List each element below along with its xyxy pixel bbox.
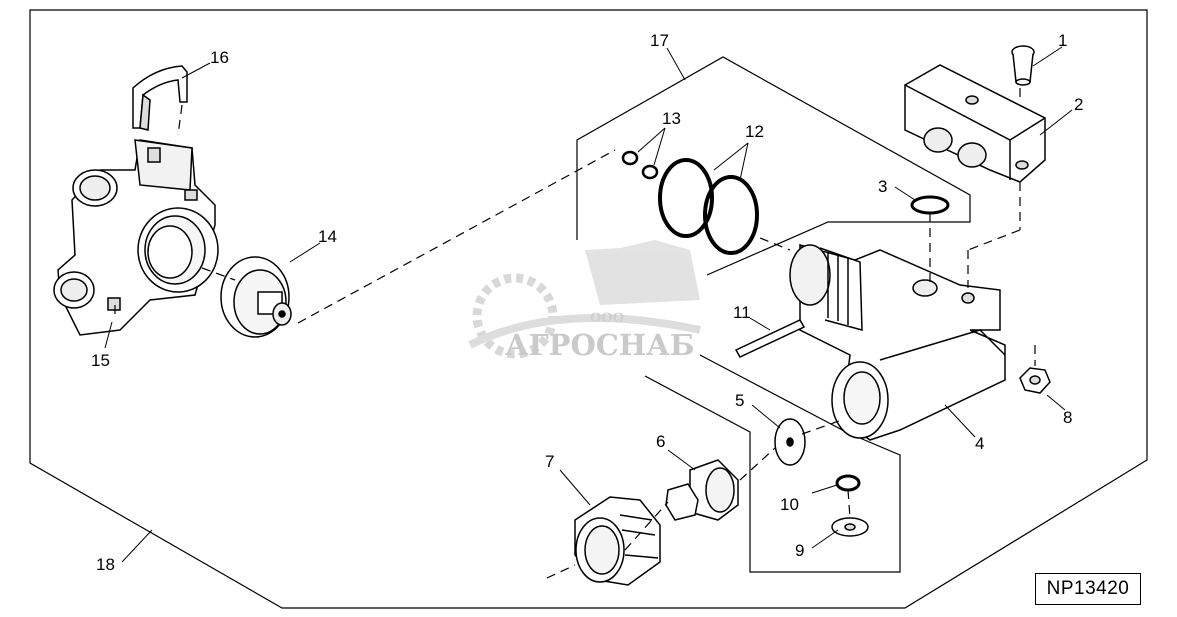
kit-boundary-link bbox=[699, 354, 849, 434]
callout-13: 13 bbox=[662, 109, 681, 128]
watermark-logo: ООО АГРОСНАБ bbox=[468, 240, 701, 362]
part-14-diaphragm-disc bbox=[220, 256, 292, 338]
callout-2: 2 bbox=[1074, 95, 1083, 114]
callout-16: 16 bbox=[210, 48, 229, 67]
part-15-valve-body bbox=[53, 139, 219, 336]
part-3-o-ring bbox=[910, 195, 950, 215]
callout-18: 18 bbox=[96, 555, 115, 574]
part-8-nut bbox=[1019, 367, 1051, 394]
part-13-small-o-rings bbox=[621, 150, 659, 180]
callout-15: 15 bbox=[91, 351, 110, 370]
part-16-retaining-clip bbox=[132, 65, 188, 131]
watermark-prefix: ООО bbox=[590, 311, 624, 326]
callout-10: 10 bbox=[780, 495, 799, 514]
callout-6: 6 bbox=[656, 432, 665, 451]
callout-7: 7 bbox=[545, 452, 554, 471]
part-12-snap-rings bbox=[658, 158, 759, 255]
callout-8: 8 bbox=[1063, 408, 1072, 427]
callout-9: 9 bbox=[795, 541, 804, 560]
part-6-valve-core bbox=[665, 459, 739, 521]
part-1-screw bbox=[1011, 45, 1035, 86]
callout-14: 14 bbox=[318, 227, 337, 246]
callout-3: 3 bbox=[878, 177, 887, 196]
callout-12: 12 bbox=[745, 122, 764, 141]
callout-leaders bbox=[104, 46, 1073, 563]
watermark-brand: АГРОСНАБ bbox=[505, 328, 695, 362]
assembly-boundary-18 bbox=[29, 9, 1148, 609]
part-5-washer bbox=[774, 418, 806, 466]
callout-11: 11 bbox=[733, 303, 751, 322]
part-10-o-ring bbox=[835, 474, 861, 492]
part-4-valve-housing bbox=[789, 244, 1006, 441]
part-11-pin bbox=[734, 319, 806, 358]
kit-boundary-lower bbox=[644, 375, 901, 573]
figure-reference-code: NP13420 bbox=[1035, 573, 1141, 605]
part-7-cap-nut bbox=[574, 496, 661, 586]
exploded-view-centerlines bbox=[114, 88, 1036, 579]
part-2-bracket bbox=[904, 64, 1046, 183]
kit-boundary-17 bbox=[576, 56, 971, 276]
callout-4: 4 bbox=[975, 434, 984, 453]
part-9-flat-washer bbox=[831, 517, 869, 537]
callout-17: 17 bbox=[650, 31, 669, 50]
callout-5: 5 bbox=[735, 391, 744, 410]
callout-1: 1 bbox=[1058, 31, 1067, 50]
